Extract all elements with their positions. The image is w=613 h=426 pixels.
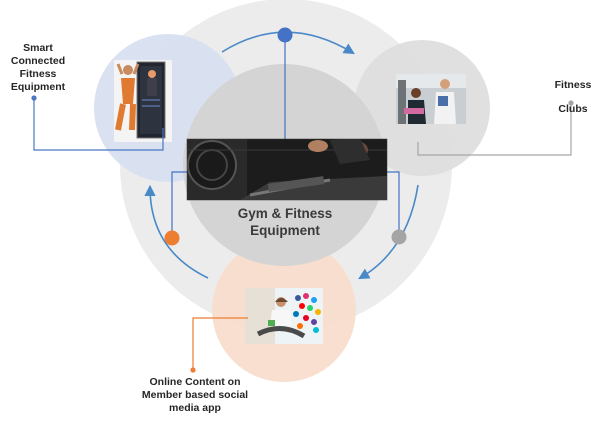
leader-online bbox=[192, 317, 248, 370]
online-fitness-app-photo bbox=[245, 288, 323, 344]
online-label-line3: media app bbox=[169, 402, 221, 414]
fitness-club-trainer-photo bbox=[396, 74, 466, 124]
center-title-line2: Equipment bbox=[250, 223, 320, 238]
smart-node-label: Smart Connected Fitness Equipment bbox=[4, 42, 72, 94]
online-label-line1: Online Content on bbox=[149, 376, 241, 388]
online-label-line2: Member based social bbox=[141, 389, 249, 401]
leader-smart-dot bbox=[31, 95, 37, 101]
gym-rowing-machine-photo bbox=[187, 139, 387, 200]
smart-fitness-mirror-photo bbox=[114, 60, 172, 142]
dot-orange bbox=[164, 230, 180, 246]
dot-blue bbox=[277, 27, 293, 43]
leader-clubs-dot bbox=[568, 100, 574, 106]
center-title: Gym & Fitness Equipment bbox=[210, 205, 360, 239]
leader-clubs bbox=[417, 103, 572, 156]
smart-label-line2: Connected bbox=[10, 55, 66, 67]
smart-label-line3: Fitness bbox=[19, 68, 57, 80]
smart-label-line4: Equipment bbox=[10, 81, 66, 93]
dot-gray bbox=[391, 229, 407, 245]
center-title-line1: Gym & Fitness bbox=[237, 206, 333, 221]
clubs-node-label: Fitness Clubs bbox=[548, 73, 598, 121]
smart-label-line1: Smart bbox=[23, 42, 53, 54]
clubs-label-line1: Fitness bbox=[554, 79, 592, 91]
leader-online-dot bbox=[190, 367, 196, 373]
leader-smart bbox=[33, 98, 164, 151]
clubs-label-line2: Clubs bbox=[558, 103, 588, 115]
arrow-left bbox=[144, 184, 209, 279]
online-node-label: Online Content on Member based social me… bbox=[130, 376, 260, 415]
